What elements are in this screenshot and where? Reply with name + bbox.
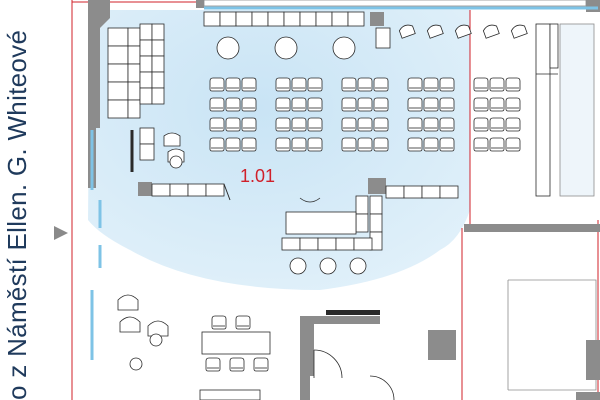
round-tables-top <box>216 36 356 60</box>
right-counter <box>535 23 559 197</box>
lounge-lower-left <box>117 294 169 371</box>
swing-arc <box>299 197 321 203</box>
entrance-arrow-icon <box>54 226 68 240</box>
lower-wall-bar <box>326 310 380 315</box>
walls <box>88 0 600 400</box>
side-label: o z Náměstí Ellen. G. Whiteové <box>2 30 32 400</box>
lounge-chairs-top-right <box>398 24 528 39</box>
top-bench-seating <box>203 11 391 49</box>
round-chairs-mid <box>289 257 367 275</box>
right-room <box>507 279 597 391</box>
mid-bench-seating <box>151 183 459 251</box>
doors <box>313 311 395 400</box>
top-strip <box>203 0 587 7</box>
lounge-left <box>163 132 185 169</box>
room-number: 1.01 <box>240 166 275 186</box>
left-bench-seating <box>107 23 165 161</box>
lower-table-group <box>199 315 271 400</box>
mid-partition <box>223 183 231 201</box>
windows <box>90 6 598 360</box>
right-counter-top <box>559 23 595 197</box>
